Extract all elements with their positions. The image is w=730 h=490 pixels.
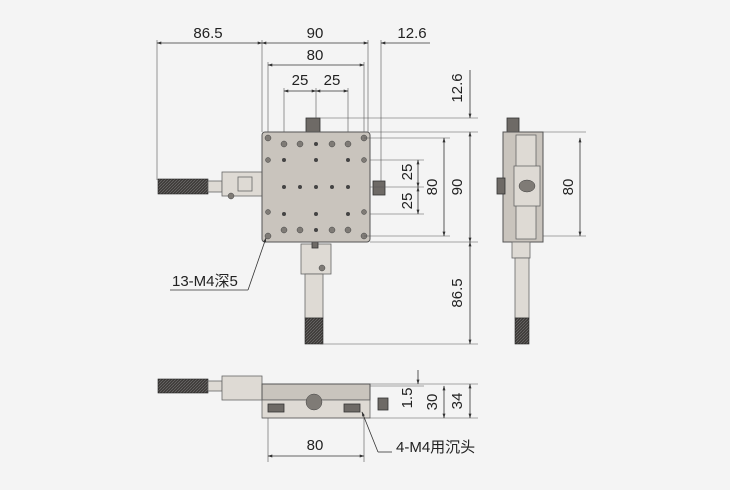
front-view: [157, 375, 389, 419]
top-knob: [305, 117, 321, 133]
dim-12-6-top: 12.6: [397, 25, 426, 42]
holes-callout-leader: [170, 237, 267, 291]
side-dimension: [543, 131, 586, 237]
top-view: [157, 117, 386, 345]
right-dimensions: [320, 70, 478, 345]
dim-25-top-b: 25: [324, 72, 341, 89]
counterbore-callout: 4-M4用沉头: [396, 439, 475, 456]
dim-80-top: 80: [307, 47, 324, 64]
dim-86-5-right: 86.5: [449, 278, 466, 307]
dim-12-6-right: 12.6: [449, 73, 466, 102]
holes-callout: 13-M4深5: [172, 273, 238, 290]
dim-25-top-a: 25: [292, 72, 309, 89]
dim-80-side: 80: [560, 179, 577, 196]
dim-80-front: 80: [307, 437, 324, 454]
mounting-holes: [264, 134, 368, 240]
dim-25-right-a: 25: [399, 164, 416, 181]
top-dimensions: [156, 40, 430, 181]
dim-25-right-b: 25: [399, 193, 416, 210]
front-dimensions: [267, 370, 478, 462]
dim-90-right: 90: [449, 179, 466, 196]
dim-80-right: 80: [424, 179, 441, 196]
side-view: [496, 117, 544, 345]
dim-30-front: 30: [424, 394, 441, 411]
dim-86-5-top: 86.5: [193, 25, 222, 42]
right-knob: [372, 180, 386, 196]
dim-34-front: 34: [449, 393, 466, 410]
y-micrometer: [300, 237, 332, 345]
x-micrometer: [157, 171, 263, 200]
dim-1-5-front: 1.5: [399, 388, 416, 409]
dim-90-top: 90: [307, 25, 324, 42]
